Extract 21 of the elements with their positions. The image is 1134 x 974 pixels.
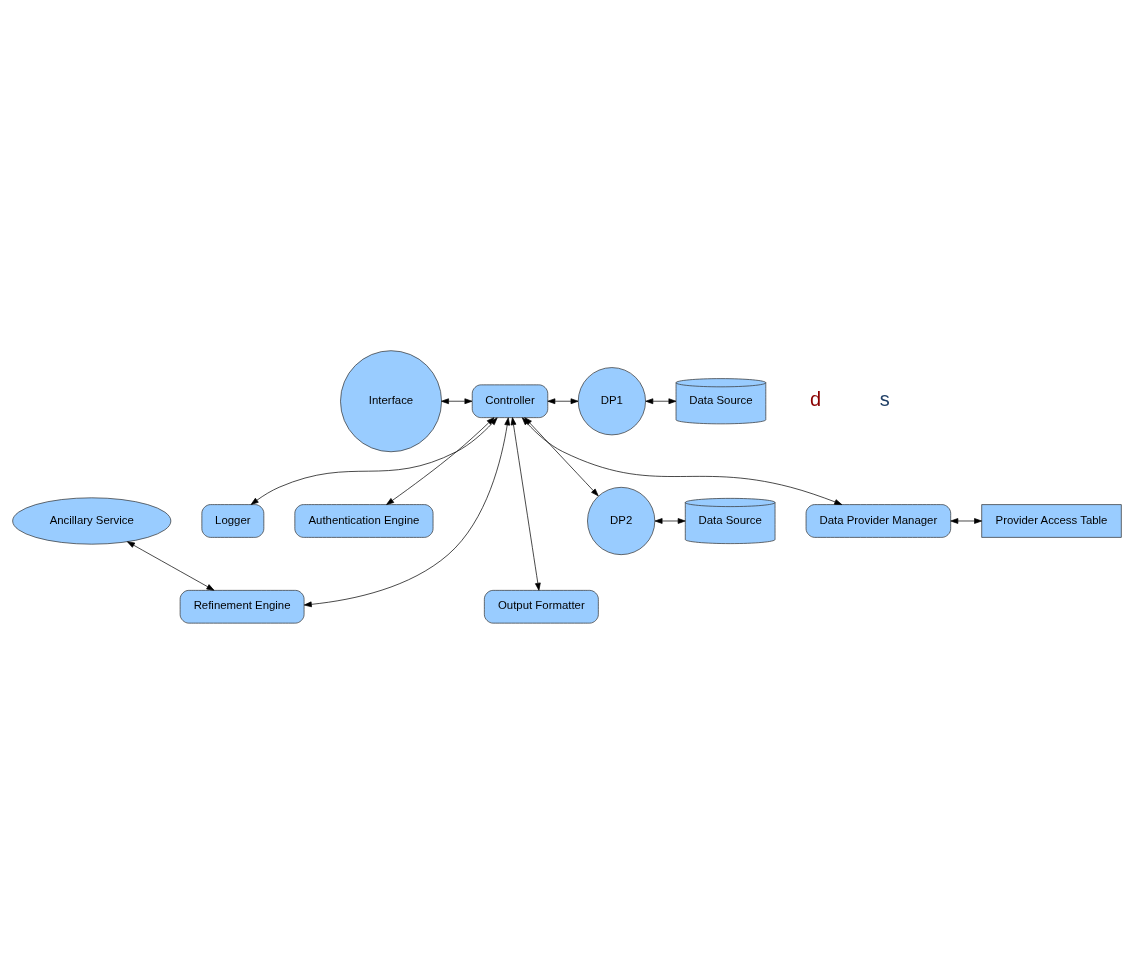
node-circle: Interface: [340, 350, 442, 453]
arrow: [950, 518, 982, 524]
arrow: [547, 398, 579, 405]
node-box: Logger: [201, 504, 265, 538]
node-box: Authentication Engine: [294, 504, 434, 538]
arrow: [127, 541, 215, 591]
arrow: [645, 398, 677, 405]
arrow: [250, 417, 498, 505]
arrow: [303, 417, 511, 608]
node-box: Refinement Engine: [179, 590, 305, 624]
node-box: Controller: [471, 384, 549, 418]
node-box: Provider Access Table: [981, 504, 1122, 538]
label: d: [810, 388, 822, 411]
arrow: [441, 398, 473, 405]
node-box: Output Formatter: [484, 590, 599, 624]
node-circle: DP1: [577, 367, 646, 436]
node-ellipse: Ancillary Service: [12, 497, 172, 545]
label: s: [879, 388, 890, 411]
node-box: Data Provider Manager: [805, 504, 952, 538]
arrow: [386, 417, 495, 505]
arrow: [654, 518, 686, 524]
